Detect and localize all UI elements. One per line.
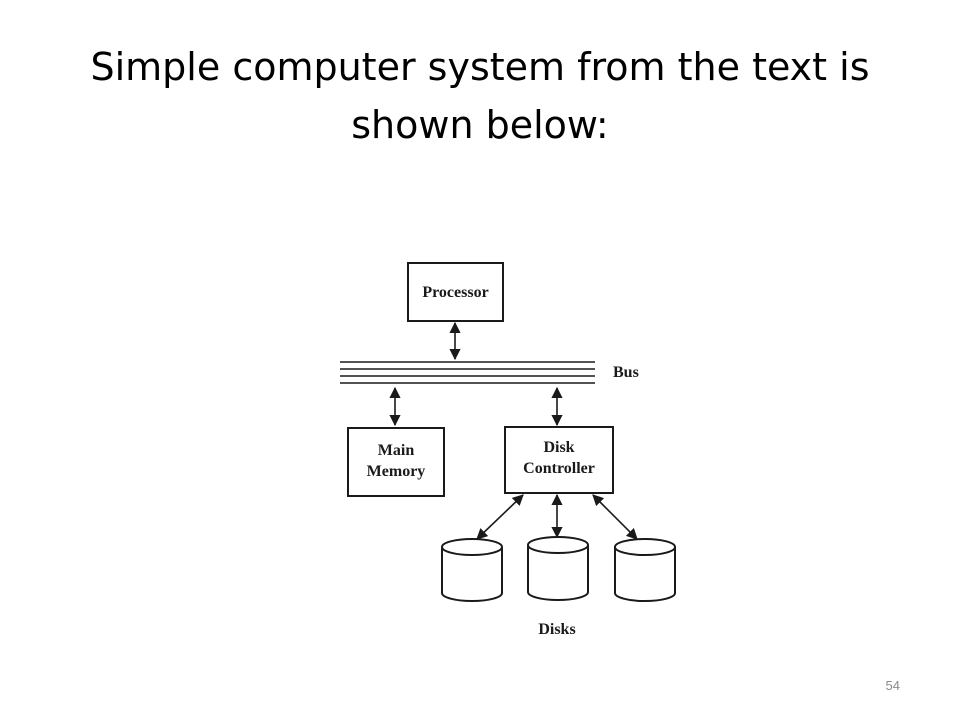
processor-box xyxy=(407,262,504,322)
disk-controller-box xyxy=(504,426,614,494)
disk-controller-label-line-1: Disk xyxy=(543,439,574,456)
disk-1 xyxy=(441,538,503,602)
controller-disk-1-arrow xyxy=(476,494,524,540)
main-memory-node: Main Memory xyxy=(347,427,445,497)
processor-node: Processor xyxy=(407,262,504,322)
slide-title-line-2: shown below: xyxy=(351,103,609,147)
disk-controller-label-line-2: Controller xyxy=(523,460,595,477)
disk-controller-node: Disk Controller xyxy=(504,426,614,494)
computer-system-diagram: Processor Bus Main Memory Disk Controlle… xyxy=(340,262,676,638)
disk-2-top xyxy=(527,536,589,554)
disk-3-top xyxy=(614,538,676,556)
bus: Bus xyxy=(340,361,639,384)
bus-label: Bus xyxy=(613,364,639,381)
disk-3 xyxy=(614,538,676,602)
disk-1-top xyxy=(441,538,503,556)
disk-1-body xyxy=(441,547,503,602)
disk-2-body xyxy=(527,545,589,601)
slide-title: Simple computer system from the text is … xyxy=(40,38,920,154)
main-memory-label-line-1: Main xyxy=(378,442,415,459)
slide-title-line-1: Simple computer system from the text is xyxy=(90,45,870,89)
page-number: 54 xyxy=(885,678,900,693)
main-memory-box xyxy=(347,427,445,497)
disks-label: Disks xyxy=(538,621,575,638)
processor-label: Processor xyxy=(422,284,488,301)
disk-3-body xyxy=(614,547,676,602)
main-memory-label-line-2: Memory xyxy=(367,463,426,480)
disk-2 xyxy=(527,536,589,601)
controller-disk-3-arrow xyxy=(592,494,638,540)
